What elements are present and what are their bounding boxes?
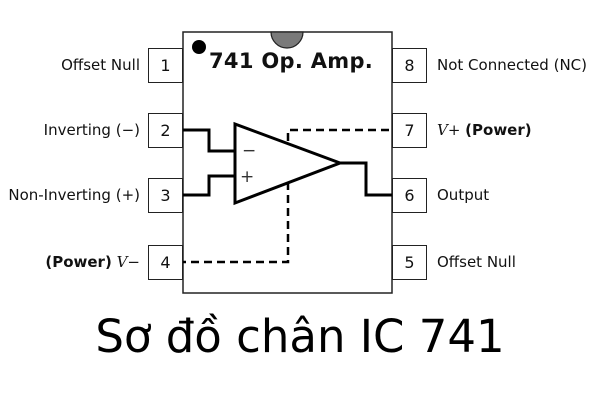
- pin-3-label-symbol: (+): [115, 186, 140, 204]
- pin-6-box: 6: [392, 178, 427, 213]
- ic-title: 741 Op. Amp.: [209, 49, 374, 73]
- pin-8-box: 8: [392, 48, 427, 83]
- pin-2-label: Inverting (−): [44, 121, 140, 139]
- pin-7-label-italic: V+: [437, 121, 466, 139]
- pin1-marker-dot: [192, 40, 206, 54]
- pin-2-label-symbol: (−): [115, 121, 140, 139]
- pin-7-label-bold: (Power): [465, 121, 532, 139]
- pin-4-label-italic: V−: [111, 253, 140, 271]
- pin-7-box: 7: [392, 113, 427, 148]
- pin-number: 6: [404, 186, 415, 205]
- pin-4-label: (Power) V−: [45, 253, 140, 271]
- pin-number: 2: [160, 121, 171, 140]
- pin-3-label: Non-Inverting (+): [8, 186, 140, 204]
- wire-vminus: [183, 182, 290, 264]
- pin-1-box: 1: [148, 48, 183, 83]
- pin-number: 1: [160, 56, 171, 75]
- opamp-minus-sign: −: [242, 141, 256, 161]
- pin-2-label-text: Inverting: [43, 121, 116, 139]
- pin-1-label: Offset Null: [61, 56, 140, 74]
- pin-8-label: Not Connected (NC): [437, 56, 587, 74]
- pin-number: 5: [404, 253, 415, 272]
- pin-2-box: 2: [148, 113, 183, 148]
- pin-8-label-text: Not Connected (NC): [437, 56, 587, 74]
- wire-vplus: [286, 128, 392, 141]
- pin-5-label-text: Offset Null: [437, 253, 516, 271]
- pin-number: 3: [160, 186, 171, 205]
- opamp-triangle-symbol: [233, 121, 345, 206]
- ic-notch: [270, 31, 304, 49]
- wire-inverting: [183, 128, 235, 153]
- pin-4-label-bold: (Power): [45, 253, 112, 271]
- pin-4-box: 4: [148, 245, 183, 280]
- pin-5-box: 5: [392, 245, 427, 280]
- pin-3-label-text: Non-Inverting: [8, 186, 116, 204]
- pin-number: 8: [404, 56, 415, 75]
- pin-number: 7: [404, 121, 415, 140]
- diagram-caption: Sơ đồ chân IC 741: [95, 310, 505, 363]
- pin-3-box: 3: [148, 178, 183, 213]
- pin-6-label: Output: [437, 186, 489, 204]
- pin-7-label: V+ (Power): [437, 121, 532, 139]
- pin-number: 4: [160, 253, 171, 272]
- pin-6-label-text: Output: [437, 186, 490, 204]
- pin-1-label-text: Offset Null: [61, 56, 140, 74]
- wire-output: [340, 161, 392, 197]
- opamp-plus-sign: +: [240, 167, 254, 187]
- wire-non-inverting: [183, 174, 235, 197]
- pin-5-label: Offset Null: [437, 253, 516, 271]
